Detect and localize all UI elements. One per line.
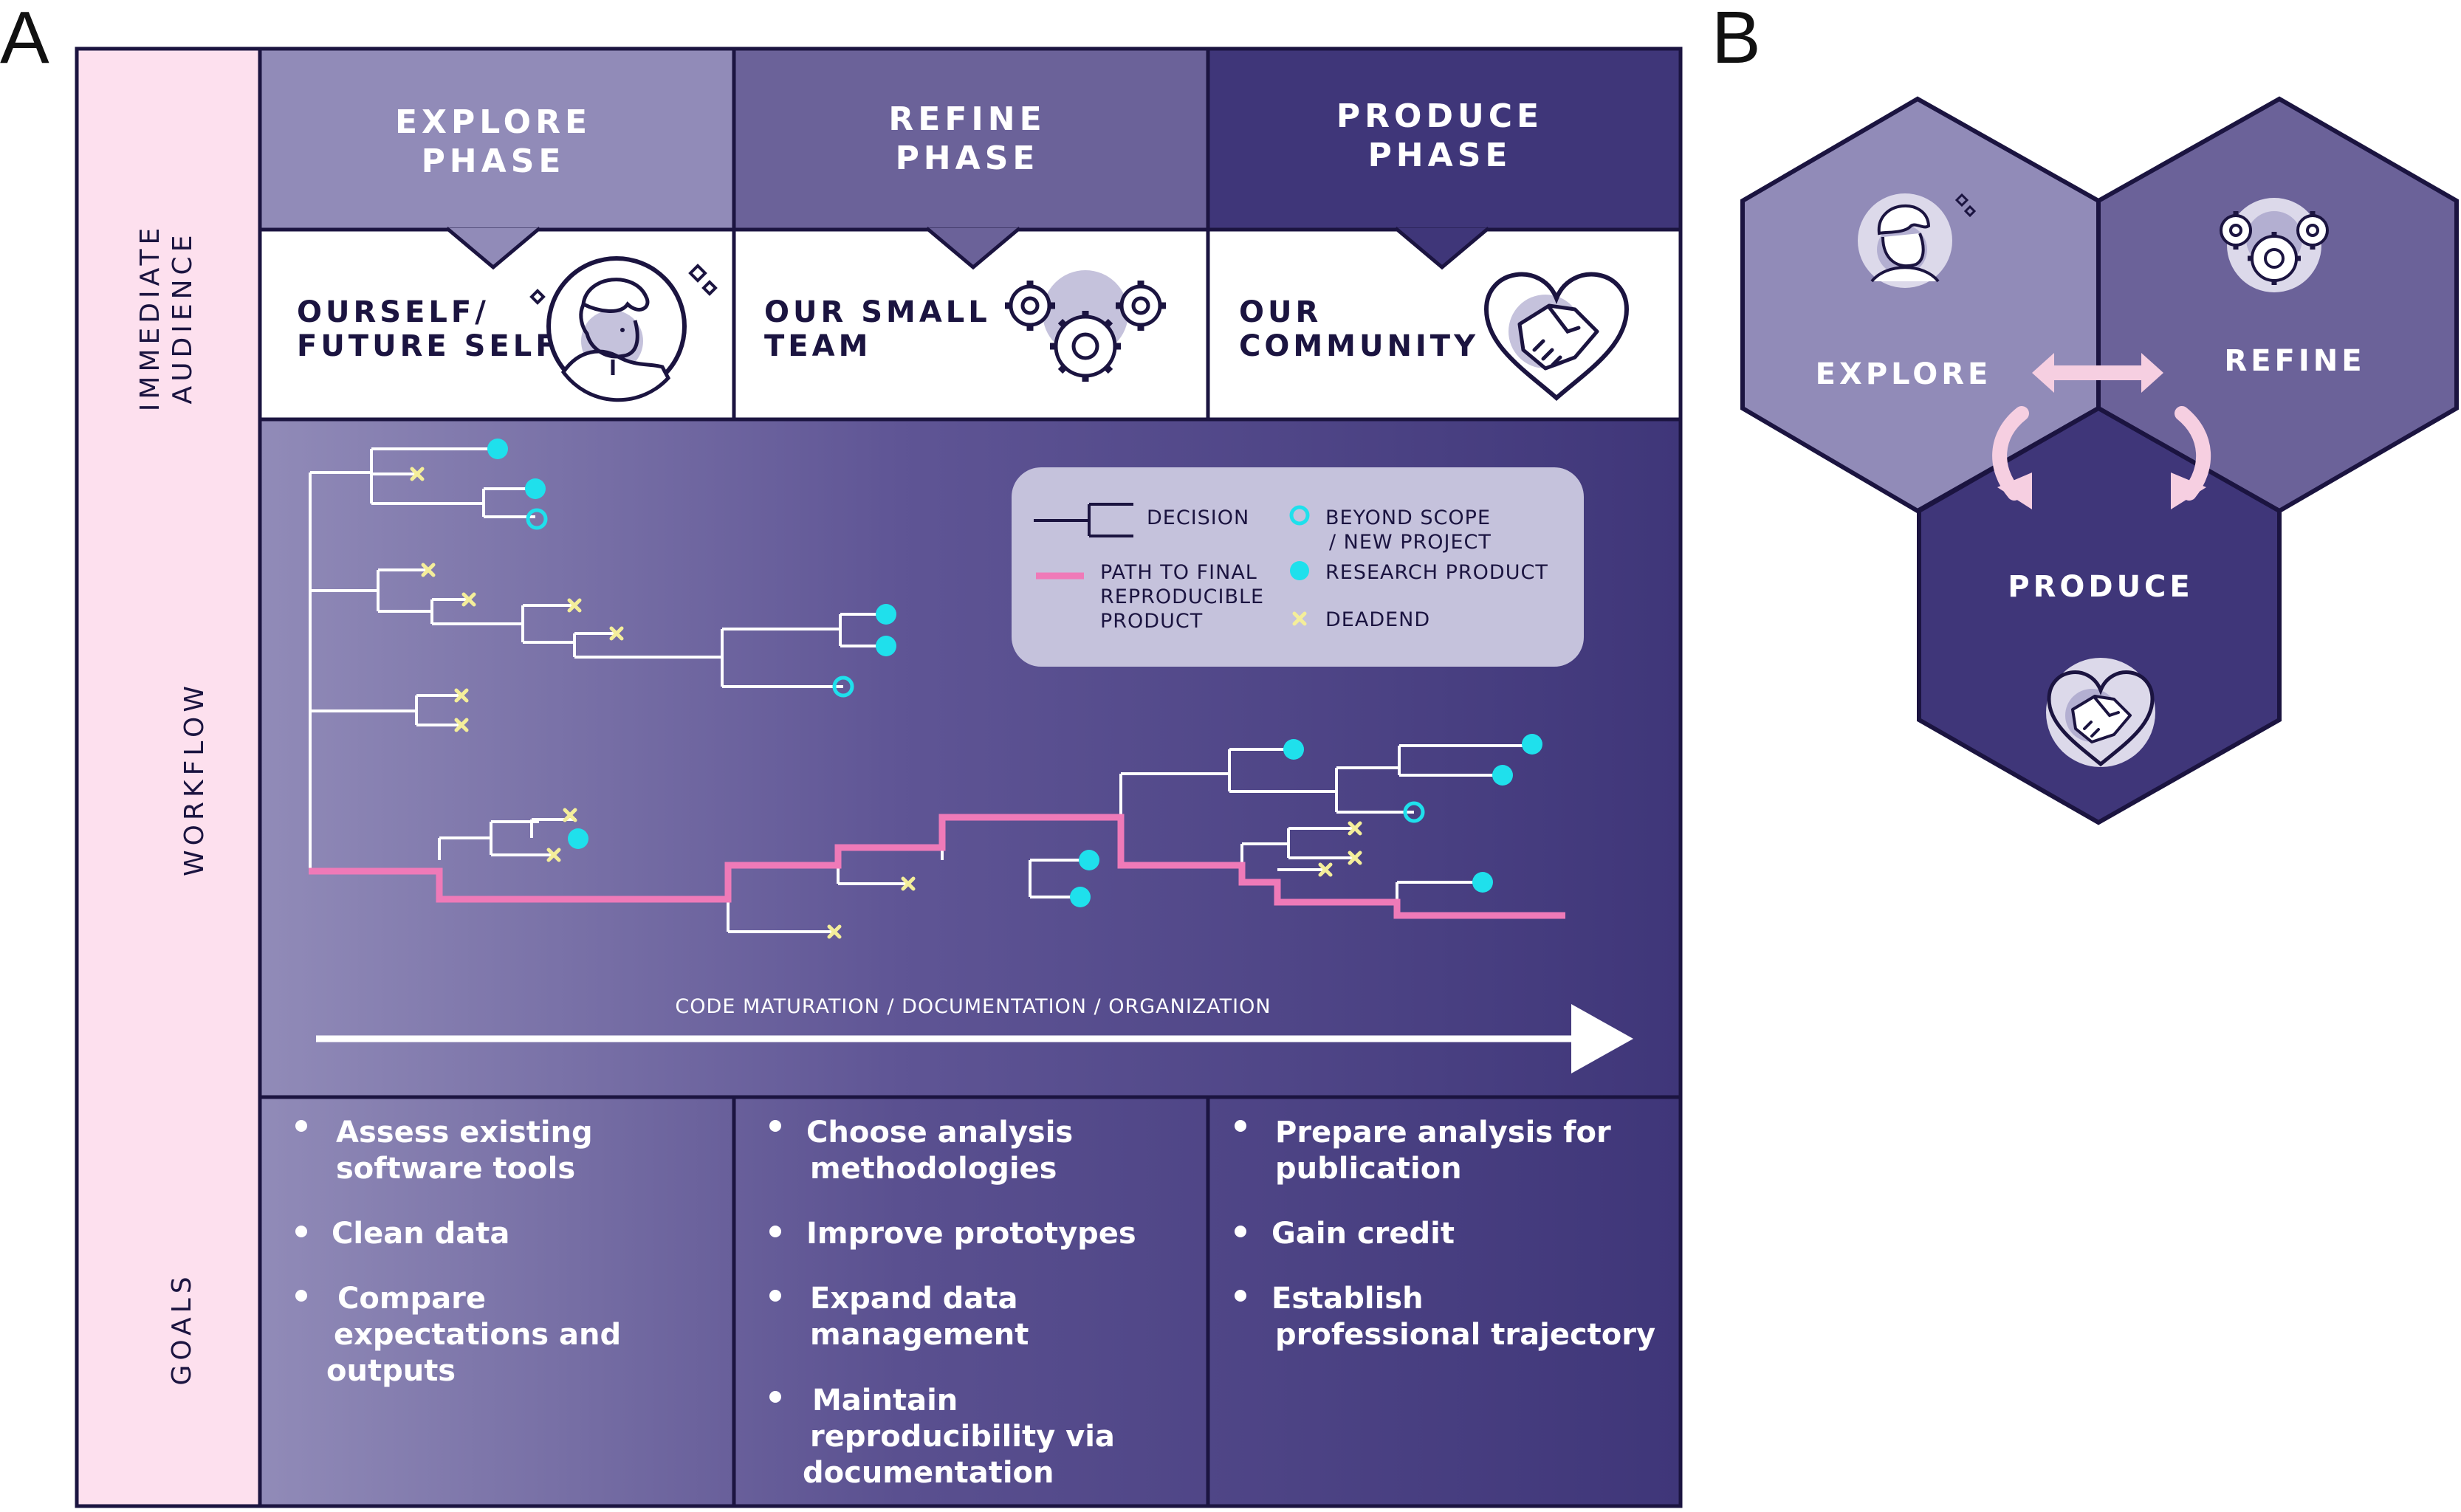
svg-text:IMMEDIATE: IMMEDIATE [135, 224, 165, 411]
refine-audience-line2: TEAM [764, 329, 871, 363]
goal-produce-1-line1: Prepare analysis for [1275, 1116, 1611, 1150]
goal-produce-3-line2: professional trajectory [1275, 1318, 1655, 1352]
goal-explore-1-line2: software tools [336, 1152, 575, 1186]
legend-path-line3: PRODUCT [1100, 610, 1203, 633]
workflow-legend: DECISION PATH TO FINAL REPRODUCIBLE PROD… [1012, 467, 1584, 667]
panel-a-label: A [0, 0, 49, 79]
legend-research-symbol [1290, 561, 1309, 580]
sidebar-audience-label: IMMEDIATE AUDIENCE [135, 224, 198, 411]
explore-audience-line1: OURSELF/ [297, 295, 490, 329]
sidebar-workflow-label: WORKFLOW [179, 681, 210, 876]
goal-refine-2-line1: Improve prototypes [806, 1217, 1136, 1251]
workflow-axis-arrow [316, 1004, 1633, 1073]
beyond-scope-points [526, 508, 1425, 823]
goal-refine-4-line3: documentation [803, 1456, 1054, 1490]
research-product-points [487, 439, 1542, 907]
gears-icon [1005, 270, 1166, 382]
workflow-axis-label: CODE MATURATION / DOCUMENTATION / ORGANI… [675, 995, 1271, 1018]
svg-text:EXPLORE: EXPLORE [1816, 357, 1992, 391]
legend-deadend-symbol [1292, 611, 1307, 626]
goal-refine-3-line1: Expand data [810, 1282, 1018, 1316]
goal-refine-3-line2: management [810, 1318, 1029, 1352]
person-icon [529, 256, 718, 402]
goal-refine-4-line1: Maintain [812, 1384, 958, 1418]
refine-title-line2: PHASE [896, 140, 1040, 177]
goals-region [258, 1095, 1683, 1508]
sidebar [75, 47, 262, 1508]
goal-explore-3-line1: Compare [337, 1282, 486, 1316]
produce-title-line1: PRODUCE [1336, 97, 1543, 135]
hex-person-icon [1858, 193, 1977, 288]
goal-refine-1-line2: methodologies [810, 1152, 1057, 1186]
goals-explore-list: Assess existing software tools Clean dat… [295, 1116, 621, 1388]
refine-audience-line1: OUR SMALL [764, 295, 991, 329]
refine-title-line1: REFINE [888, 100, 1046, 138]
goal-produce-1-line2: publication [1275, 1152, 1462, 1186]
svg-text:REFINE: REFINE [2224, 344, 2365, 378]
deadend-points [410, 467, 1362, 939]
legend-beyond-line2: / NEW PROJECT [1329, 531, 1492, 554]
legend-beyond-symbol [1289, 505, 1310, 526]
goal-explore-3-line2: expectations and [334, 1318, 621, 1352]
legend-beyond-line1: BEYOND SCOPE [1325, 506, 1491, 529]
legend-path-line2: REPRODUCIBLE [1100, 585, 1264, 608]
explore-audience-line2: FUTURE SELF [297, 329, 560, 363]
svg-text:AUDIENCE: AUDIENCE [168, 231, 198, 405]
goal-refine-1-line1: Choose analysis [806, 1116, 1073, 1150]
legend-decision-label: DECISION [1147, 506, 1249, 529]
produce-phase-header [1206, 47, 1683, 232]
explore-title-line1: EXPLORE [395, 103, 591, 141]
hex-curved-arrowheads [1997, 472, 2206, 509]
workflow-final-path [309, 814, 1565, 919]
svg-text:PRODUCE: PRODUCE [2008, 570, 2193, 604]
legend-decision-symbol [1034, 503, 1133, 537]
produce-title-line2: PHASE [1368, 137, 1512, 174]
hexagon-explore: EXPLORE [1740, 96, 2101, 514]
goal-explore-2-line1: Clean data [332, 1217, 509, 1251]
handshake-heart-icon [1483, 272, 1630, 401]
hex-gears-icon [2220, 198, 2329, 292]
goal-explore-1-line1: Assess existing [336, 1116, 593, 1150]
goal-produce-3-line1: Establish [1271, 1282, 1424, 1316]
goal-refine-4-line2: reproducibility via [810, 1420, 1115, 1454]
legend-deadend-label: DEADEND [1325, 608, 1430, 631]
header-pointers [445, 227, 1490, 270]
goal-explore-3-line3: outputs [326, 1354, 456, 1388]
goals-produce-list: Prepare analysis for publication Gain cr… [1235, 1116, 1655, 1352]
sidebar-goals-label: GOALS [167, 1272, 197, 1385]
legend-research-label: RESEARCH PRODUCT [1325, 561, 1548, 584]
legend-path-line1: PATH TO FINAL [1100, 561, 1257, 584]
produce-audience-line2: COMMUNITY [1239, 329, 1479, 363]
goal-produce-2-line1: Gain credit [1271, 1217, 1455, 1251]
produce-audience-line1: OUR [1239, 295, 1322, 329]
goals-refine-list: Choose analysis methodologies Improve pr… [769, 1116, 1136, 1490]
hex-handshake-icon [2046, 658, 2155, 767]
hexagon-produce: PRODUCE [1917, 405, 2282, 825]
explore-title-line2: PHASE [422, 142, 566, 180]
hex-double-arrow [2032, 353, 2163, 393]
panel-b-label: B [1712, 0, 1761, 79]
